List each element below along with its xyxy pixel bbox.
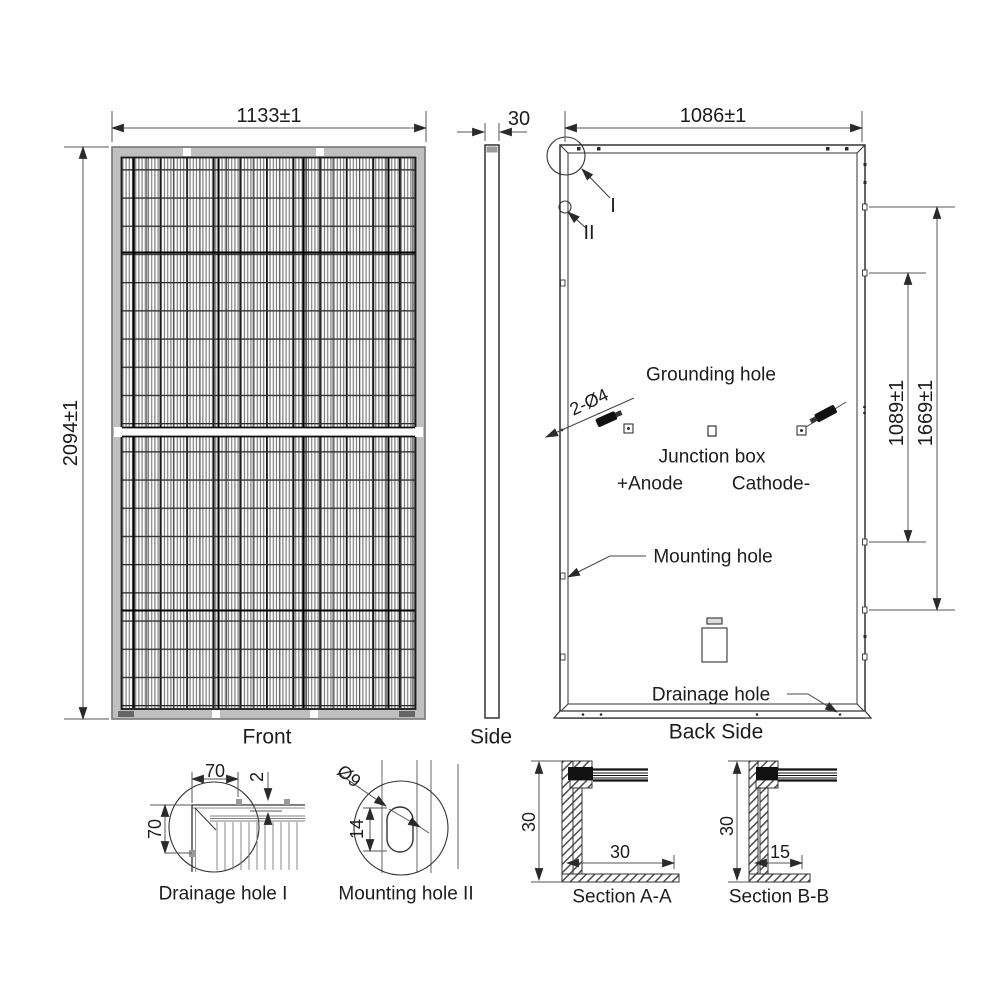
mounting-dimension-lines bbox=[337, 772, 430, 853]
glass-stack bbox=[593, 768, 648, 782]
back-width-dimension: 1086±1 bbox=[679, 105, 747, 127]
grounding-hole-label: Grounding hole bbox=[646, 364, 776, 386]
section-aa-label: Section A-A bbox=[572, 886, 672, 908]
front-width-dimension: 1133±1 bbox=[236, 105, 302, 127]
front-width-dimension-lines bbox=[110, 111, 428, 142]
junction-box-mark bbox=[707, 425, 717, 437]
drainage-edge-dimension: 2 bbox=[247, 771, 267, 783]
anode-connector-icon bbox=[545, 397, 635, 438]
drainage-hole-leader bbox=[787, 693, 838, 713]
section-bb-drawing bbox=[728, 760, 837, 883]
back-view-label: Back Side bbox=[668, 720, 764, 744]
nameplate bbox=[701, 617, 728, 663]
mounting-hole-leader bbox=[567, 555, 646, 578]
drainage-dimension-lines bbox=[150, 772, 282, 855]
back-width-dimension-lines bbox=[563, 111, 864, 142]
section-bb-dimension-lines bbox=[728, 760, 804, 883]
section-aa-flange-dimension: 30 bbox=[609, 842, 631, 862]
glass-stack bbox=[778, 768, 837, 782]
drainage-hole-label: Drainage hole bbox=[651, 684, 771, 706]
front-height-dimension: 2094±1 bbox=[60, 399, 82, 467]
drainage-width-dimension: 70 bbox=[204, 761, 226, 781]
callout-ii-label: II bbox=[583, 222, 595, 244]
mounting-hole-label: Mounting hole bbox=[653, 546, 773, 568]
detail-mounting-hole-drawing bbox=[337, 760, 459, 876]
mounting-length-dimension: 14 bbox=[347, 818, 367, 840]
section-aa-dimension-lines bbox=[531, 760, 676, 883]
section-bb-flange-dimension: 15 bbox=[769, 842, 791, 862]
detail-drainage-hole-drawing bbox=[150, 772, 305, 873]
side-thickness-dimension-lines bbox=[457, 123, 527, 141]
back-height-dimension-lines bbox=[869, 205, 955, 612]
section-aa-height-dimension: 30 bbox=[519, 811, 539, 833]
anode-label: +Anode bbox=[616, 473, 684, 495]
detail-drainage-label: Drainage hole I bbox=[158, 883, 288, 905]
side-thickness-dimension: 30 bbox=[507, 108, 531, 130]
junction-box-label: Junction box bbox=[658, 446, 766, 468]
back-outer-height-dimension: 1669±1 bbox=[915, 379, 937, 447]
front-view-drawing bbox=[64, 111, 428, 721]
drainage-height-dimension: 70 bbox=[145, 818, 165, 840]
side-view-drawing bbox=[457, 123, 527, 719]
corner-callout-i bbox=[546, 136, 611, 199]
cathode-label: Cathode- bbox=[731, 473, 811, 495]
section-bb-label: Section B-B bbox=[728, 886, 830, 908]
detail-mounting-label: Mounting hole II bbox=[338, 883, 474, 905]
front-height-dimension-lines bbox=[64, 145, 109, 721]
section-aa-drawing bbox=[531, 760, 680, 883]
back-inner-height-dimension: 1089±1 bbox=[886, 379, 908, 447]
side-view-label: Side bbox=[469, 725, 513, 749]
cathode-connector-icon bbox=[796, 401, 847, 436]
callout-i-label: I bbox=[610, 195, 616, 217]
back-view-drawing bbox=[545, 111, 955, 719]
section-bb-height-dimension: 30 bbox=[717, 815, 737, 837]
mounting-callout-ii bbox=[558, 200, 587, 229]
front-view-label: Front bbox=[242, 725, 292, 749]
